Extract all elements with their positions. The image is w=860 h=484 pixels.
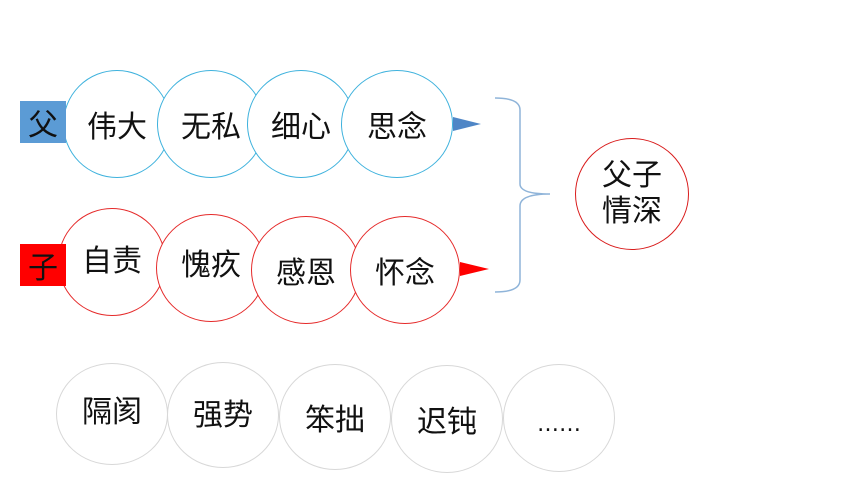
gray-word-2: 强势 — [193, 398, 253, 433]
father-word-4: 思念 — [367, 110, 427, 145]
gray-word-5: …… — [537, 411, 581, 437]
father-word-2: 无私 — [181, 110, 241, 145]
father-tag: 父 — [20, 101, 66, 143]
gray-word-3: 笨拙 — [305, 403, 365, 438]
son-tag: 子 — [20, 244, 66, 286]
son-tag-label: 子 — [28, 251, 58, 286]
gray-word-1: 隔阂 — [82, 395, 142, 430]
son-circle-2: 愧疚 — [156, 214, 266, 322]
gray-circle-2: 强势 — [167, 362, 279, 468]
result-line-2: 情深 — [602, 194, 662, 229]
son-word-2: 愧疚 — [181, 248, 241, 283]
result-circle: 父子 情深 — [575, 138, 689, 250]
gray-word-4: 迟钝 — [417, 405, 477, 440]
father-circle-3: 细心 — [247, 70, 355, 178]
result-line-1: 父子 — [602, 158, 662, 193]
father-tag-label: 父 — [28, 108, 58, 143]
father-word-3: 细心 — [271, 110, 331, 145]
father-word-1: 伟大 — [87, 110, 147, 145]
son-circle-1: 自责 — [58, 208, 166, 316]
son-word-4: 怀念 — [375, 256, 435, 291]
son-arrow — [460, 262, 489, 276]
right-brace — [494, 97, 551, 293]
gray-circle-3: 笨拙 — [279, 364, 391, 470]
father-circle-1: 伟大 — [63, 70, 171, 178]
gray-circle-4: 迟钝 — [391, 365, 503, 473]
son-word-1: 自责 — [82, 244, 142, 279]
gray-circle-1: 隔阂 — [56, 363, 168, 465]
gray-circle-5: …… — [503, 364, 615, 472]
father-arrow — [453, 117, 481, 131]
father-circle-4: 思念 — [341, 70, 453, 178]
son-circle-4: 怀念 — [350, 216, 460, 324]
son-word-3: 感恩 — [276, 256, 336, 291]
son-circle-3: 感恩 — [251, 216, 361, 324]
